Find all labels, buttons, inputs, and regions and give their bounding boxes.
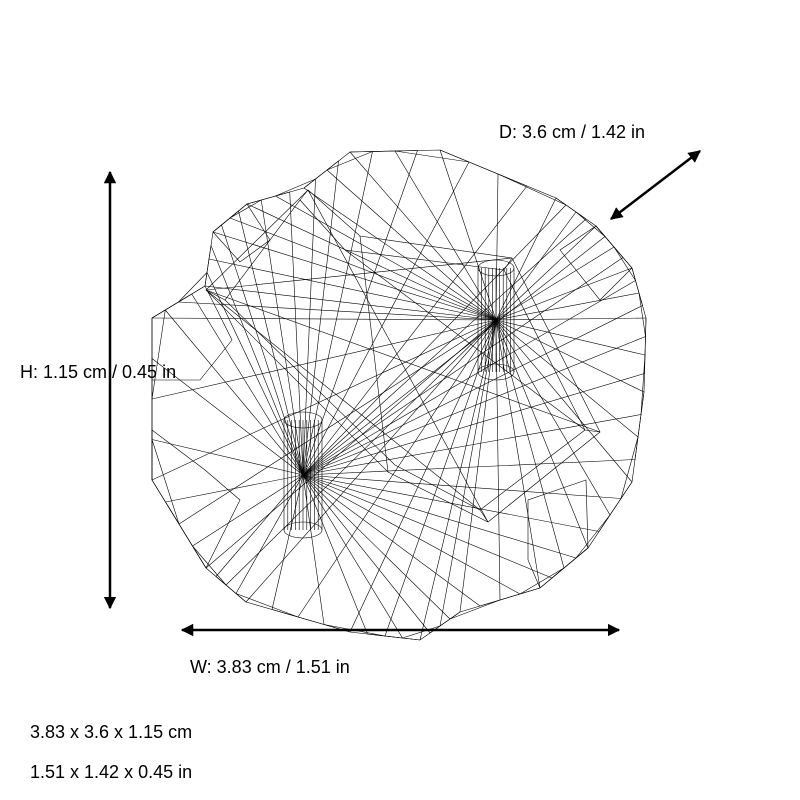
dimensions-summary-cm: 3.83 x 3.6 x 1.15 cm (30, 722, 193, 742)
width-label: W: 3.83 cm / 1.51 in (190, 657, 350, 677)
depth-arrow (610, 150, 701, 220)
depth-label: D: 3.6 cm / 1.42 in (499, 122, 646, 142)
wireframe-model (151, 149, 647, 641)
dimensions-summary-in: 1.51 x 1.42 x 0.45 in (30, 762, 193, 782)
height-label: H: 1.15 cm / 0.45 in (20, 362, 177, 382)
